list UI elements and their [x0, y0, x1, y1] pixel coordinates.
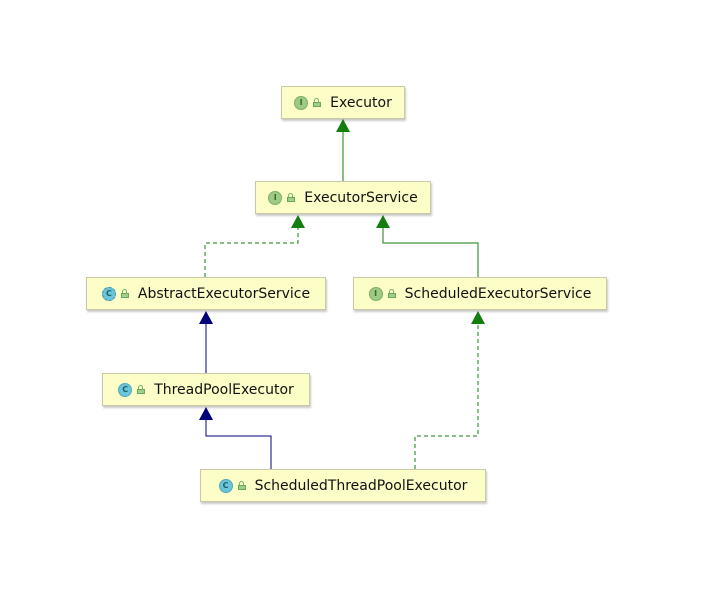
node-scheduled-executor-service[interactable]: I ScheduledExecutorService — [353, 277, 607, 310]
class-icon: C — [118, 382, 133, 397]
edge-scheduledthreadpoolexecutor-scheduledexecutorservice — [414, 311, 485, 469]
arrowhead — [376, 215, 390, 228]
arrowhead — [471, 311, 485, 324]
node-label: Executor — [330, 94, 392, 111]
edge-line — [414, 324, 479, 469]
edge-scheduledthreadpoolexecutor-threadpoolexecutor — [199, 407, 272, 469]
node-thread-pool-executor[interactable]: C ThreadPoolExecutor — [102, 373, 310, 406]
interface-icon: I — [368, 286, 383, 301]
abstract-class-icon: C — [101, 286, 116, 301]
node-label: ScheduledThreadPoolExecutor — [254, 477, 468, 494]
node-abstract-executor-service[interactable]: C AbstractExecutorService — [86, 277, 326, 310]
node-label: AbstractExecutorService — [137, 285, 311, 302]
arrowhead — [199, 407, 213, 420]
edge-threadpoolexecutor-abstractexecutorservice — [199, 311, 213, 373]
node-label: ScheduledExecutorService — [404, 285, 592, 302]
node-label: ExecutorService — [304, 189, 418, 206]
public-visibility-icon — [120, 289, 130, 298]
edge-scheduledexecutorservice-executorservice — [376, 215, 479, 277]
class-icon: C — [218, 478, 233, 493]
edge-line — [204, 228, 299, 277]
edge-executorservice-executor — [336, 119, 350, 181]
node-label: ThreadPoolExecutor — [154, 381, 294, 398]
arrowhead — [199, 311, 213, 324]
interface-icon: I — [268, 190, 283, 205]
edge-line — [382, 228, 479, 277]
arrowhead — [336, 119, 350, 132]
public-visibility-icon — [287, 193, 296, 202]
node-executor-service[interactable]: I ExecutorService — [255, 181, 431, 214]
edge-line — [205, 420, 272, 469]
node-executor[interactable]: I Executor — [281, 86, 405, 119]
arrowhead — [291, 215, 305, 228]
public-visibility-icon — [387, 289, 397, 298]
public-visibility-icon — [237, 481, 247, 490]
public-visibility-icon — [313, 98, 322, 107]
interface-icon: I — [294, 95, 309, 110]
node-scheduled-thread-pool-executor[interactable]: C ScheduledThreadPoolExecutor — [200, 469, 486, 502]
edge-abstractexecutorservice-executorservice — [204, 215, 305, 277]
public-visibility-icon — [137, 385, 146, 394]
